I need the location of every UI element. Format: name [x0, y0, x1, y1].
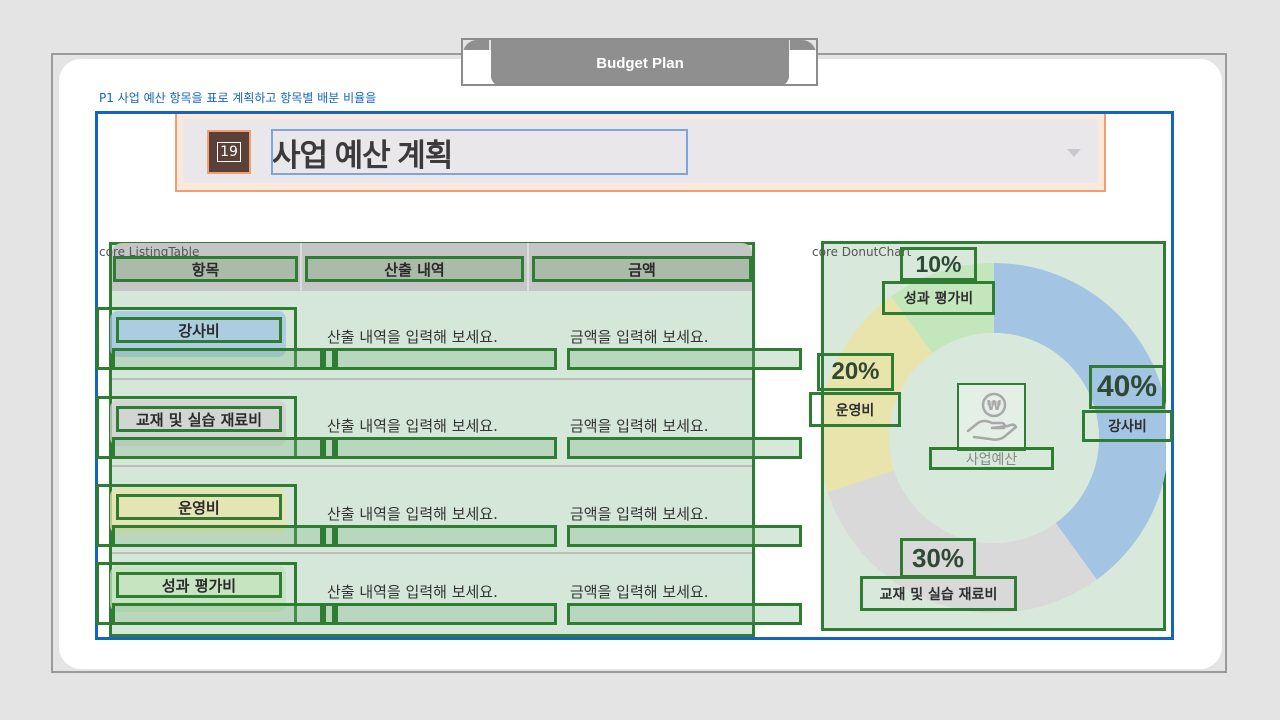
row-item-label: 교재 및 실습 재료비	[116, 406, 282, 432]
title-input-frame[interactable]	[271, 129, 688, 175]
tab-hole-right	[789, 50, 817, 86]
row-divider	[112, 465, 752, 467]
donut-chart-component-label: core DonutChart	[812, 245, 912, 259]
slice-name-성과평가비: 성과 평가비	[882, 281, 995, 315]
detail-input-handle[interactable]	[323, 437, 335, 459]
detail-input-handle[interactable]	[323, 603, 335, 625]
donut-slice-1	[994, 263, 1166, 580]
column-header-item: 항목	[113, 256, 298, 282]
page-number: 19	[217, 142, 241, 162]
item-input[interactable]	[112, 525, 323, 547]
row-divider	[112, 552, 752, 554]
column-header-detail: 산출 내역	[305, 256, 524, 282]
amount-placeholder: 금액을 입력해 보세요.	[570, 328, 709, 346]
detail-input[interactable]	[335, 348, 557, 370]
amount-input[interactable]	[567, 525, 802, 547]
slice-name-교재: 교재 및 실습 재료비	[860, 576, 1017, 611]
item-input[interactable]	[112, 437, 323, 459]
dropdown-arrow-icon[interactable]	[1067, 149, 1081, 157]
column-header-amount-cell	[529, 243, 752, 291]
slice-percent-성과평가비: 10%	[900, 247, 977, 281]
slice-percent-교재: 30%	[900, 538, 976, 578]
detail-placeholder: 산출 내역을 입력해 보세요.	[327, 417, 498, 435]
main-content-frame	[95, 111, 1174, 640]
row-item-label: 성과 평가비	[116, 572, 282, 598]
column-header-detail-cell	[302, 243, 529, 291]
detail-input-handle[interactable]	[323, 525, 335, 547]
detail-placeholder: 산출 내역을 입력해 보세요.	[327, 583, 498, 601]
detail-placeholder: 산출 내역을 입력해 보세요.	[327, 505, 498, 523]
row-divider	[112, 378, 752, 380]
hand-coin-icon: ₩	[957, 383, 1026, 451]
item-input[interactable]	[112, 348, 323, 370]
slice-percent-강사비: 40%	[1089, 365, 1165, 409]
detail-input[interactable]	[335, 603, 557, 625]
amount-input[interactable]	[567, 348, 802, 370]
page-number-badge: 19	[207, 130, 251, 174]
slice-name-운영비: 운영비	[809, 392, 901, 427]
detail-input[interactable]	[335, 525, 557, 547]
slice-percent-운영비: 20%	[817, 353, 894, 391]
item-input[interactable]	[112, 603, 323, 625]
amount-input[interactable]	[567, 437, 802, 459]
column-header-item-cell	[112, 243, 302, 291]
svg-text:₩: ₩	[986, 399, 1001, 414]
detail-input-handle[interactable]	[323, 348, 335, 370]
tab-frame	[461, 38, 818, 86]
listing-table-component-label: core ListingTable	[99, 245, 200, 259]
detail-placeholder: 산출 내역을 입력해 보세요.	[327, 328, 498, 346]
slice-name-강사비: 강사비	[1082, 410, 1173, 442]
amount-input[interactable]	[567, 603, 802, 625]
amount-placeholder: 금액을 입력해 보세요.	[570, 417, 709, 435]
instruction-text: P1 사업 예산 항목을 표로 계획하고 항목별 배분 비율을	[99, 91, 377, 105]
detail-input[interactable]	[335, 437, 557, 459]
row-item-label: 강사비	[116, 317, 282, 343]
row-item-label: 운영비	[116, 494, 282, 520]
tab-hole-left	[463, 50, 491, 86]
budget-plan-tab[interactable]: Budget Plan	[491, 40, 789, 86]
donut-hole	[889, 333, 1099, 543]
column-header-amount: 금액	[532, 256, 752, 282]
donut-center-label: 사업예산	[929, 447, 1054, 470]
amount-placeholder: 금액을 입력해 보세요.	[570, 505, 709, 523]
amount-placeholder: 금액을 입력해 보세요.	[570, 583, 709, 601]
page-title[interactable]: 사업 예산 계획	[272, 138, 453, 173]
donut-slice-4	[891, 263, 994, 354]
